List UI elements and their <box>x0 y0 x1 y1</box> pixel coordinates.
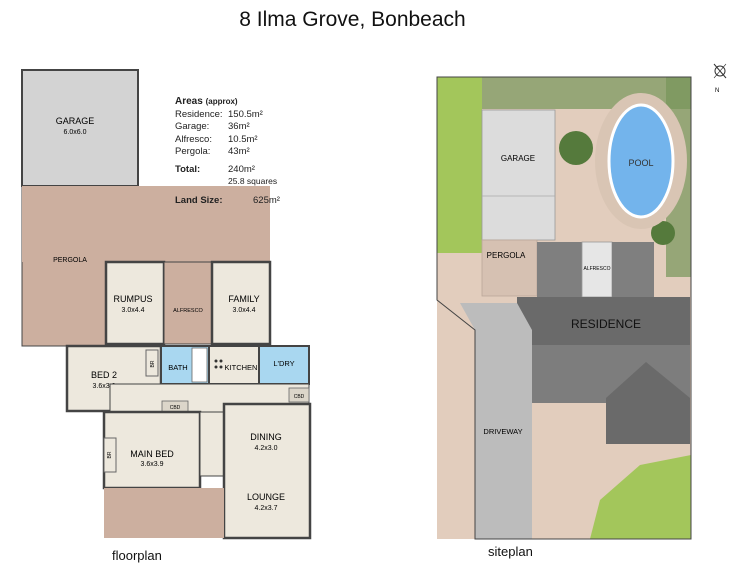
fp-lounge-label: LOUNGE <box>247 492 285 502</box>
areas-heading: Areas (approx) <box>175 96 280 109</box>
fp-cbd-left-label: CBD <box>170 405 181 411</box>
sp-roof-hip <box>606 362 690 444</box>
area-row: Alfresco: 10.5m² <box>175 134 280 147</box>
sp-residence-label: RESIDENCE <box>571 317 641 331</box>
sp-pergola <box>481 239 538 297</box>
sp-alfresco <box>581 241 613 298</box>
page-title: 8 Ilma Grove, Bonbeach <box>239 8 466 31</box>
fp-rumpus-label: RUMPUS <box>113 294 152 304</box>
areas-heading-note: (approx) <box>205 97 238 106</box>
fp-kitchen <box>208 345 260 385</box>
fp-family <box>210 260 272 346</box>
area-row: Pergola: 43m² <box>175 146 280 159</box>
area-row-value: 43m² <box>228 146 250 157</box>
fp-garage-label: GARAGE <box>56 116 95 126</box>
sp-residence-roof <box>517 297 690 345</box>
fp-pergola-lower <box>22 186 270 262</box>
areas-heading-text: Areas <box>175 96 203 107</box>
fp-bed2-br: BR <box>150 360 156 367</box>
fp-bed2-label: BED 2 <box>91 370 117 380</box>
sp-garage <box>481 109 556 241</box>
fp-cooktop-burner <box>219 359 223 363</box>
sp-roof-rear-right <box>612 242 654 297</box>
sp-lot-boundary <box>436 76 692 540</box>
fp-main-bed-label: MAIN BED <box>130 449 174 459</box>
sp-lawn-front <box>590 455 691 539</box>
sp-pool <box>607 103 675 219</box>
sp-pergola-label: PERGOLA <box>487 251 526 260</box>
sp-pool-label: POOL <box>628 158 653 168</box>
fp-cooktop-burner <box>214 359 218 363</box>
fp-kitchen-label: KITCHEN <box>225 363 258 372</box>
fp-ldry-label: L'DRY <box>273 359 294 368</box>
fp-dining-label: DINING <box>250 432 282 442</box>
sp-driveway <box>460 303 532 539</box>
fp-pergola-label: PERGOLA <box>53 257 87 264</box>
area-row-value: 150.5m² <box>228 108 263 120</box>
fp-cooktop-burner <box>219 365 223 369</box>
fp-cbd-right <box>288 387 310 403</box>
area-row: Garage: 36m² <box>175 121 280 134</box>
area-total-value: 240m² <box>228 163 255 175</box>
fp-garage-dims: 6.0x6.0 <box>64 129 87 136</box>
fp-bed2-dims: 3.6x3.3 <box>93 383 116 390</box>
fp-entry <box>199 411 225 477</box>
fp-lounge-dims: 4.2x3.7 <box>255 505 278 512</box>
area-row-value: 10.5m² <box>228 133 258 145</box>
fp-bed2-robe <box>145 349 159 377</box>
sp-tree <box>651 221 675 245</box>
fp-garage <box>21 69 139 187</box>
fp-rumpus-dims: 3.0x4.4 <box>122 307 145 314</box>
sp-driveway-label: DRIVEWAY <box>483 427 522 436</box>
fp-cbd-right-label: CBD <box>294 394 305 400</box>
land-size-label: Land Size: <box>175 195 223 206</box>
land-size-row: Land Size: 625m² <box>175 195 280 208</box>
areas-table: Areas (approx) Residence: 150.5m² Garage… <box>175 96 280 208</box>
area-row: Residence: 150.5m² <box>175 109 280 122</box>
sp-tree <box>559 131 593 165</box>
fp-bath-label: BATH <box>168 363 187 372</box>
fp-ldry <box>258 345 310 385</box>
sp-garage-label: GARAGE <box>501 154 535 163</box>
sp-roof-rear-left <box>537 242 582 297</box>
area-row-label: Residence: <box>175 108 223 120</box>
siteplan-caption: siteplan <box>488 544 533 559</box>
fp-alfresco <box>163 261 213 345</box>
area-total-label: Total: <box>175 163 201 175</box>
fp-family-label: FAMILY <box>228 294 259 304</box>
fp-main-bed-robe <box>103 437 117 473</box>
fp-main-bed-dims: 3.6x3.9 <box>141 461 164 468</box>
sp-lawn-left <box>437 77 482 253</box>
land-size-value: 625m² <box>253 195 280 206</box>
sp-alfresco-label: ALFRESCO <box>584 266 611 272</box>
floorplan-caption: floorplan <box>112 548 162 563</box>
compass-needle <box>713 63 727 79</box>
compass-north-label: N <box>715 88 719 94</box>
area-total-squares: 25.8 squares <box>228 176 278 186</box>
area-row-label: Pergola: <box>175 146 211 157</box>
fp-cooktop-burner <box>214 365 218 369</box>
fp-alfresco-label: ALFRESCO <box>173 308 203 314</box>
fp-bath-tub <box>191 347 208 383</box>
area-total-row: Total: 240m² <box>175 164 280 177</box>
fp-main-bed-br: BR <box>107 451 113 458</box>
area-squares-row: 25.8 squares <box>175 176 280 186</box>
area-row-label: Garage: <box>175 121 210 132</box>
fp-front-paving <box>104 488 224 538</box>
compass-icon <box>714 65 726 77</box>
area-row-label: Alfresco: <box>175 133 212 145</box>
area-row-value: 36m² <box>228 121 250 132</box>
sp-front-paving <box>532 403 606 441</box>
fp-dining-lounge <box>222 402 312 540</box>
fp-dining-dims: 4.2x3.0 <box>255 445 278 452</box>
fp-family-dims: 3.0x4.4 <box>233 307 256 314</box>
